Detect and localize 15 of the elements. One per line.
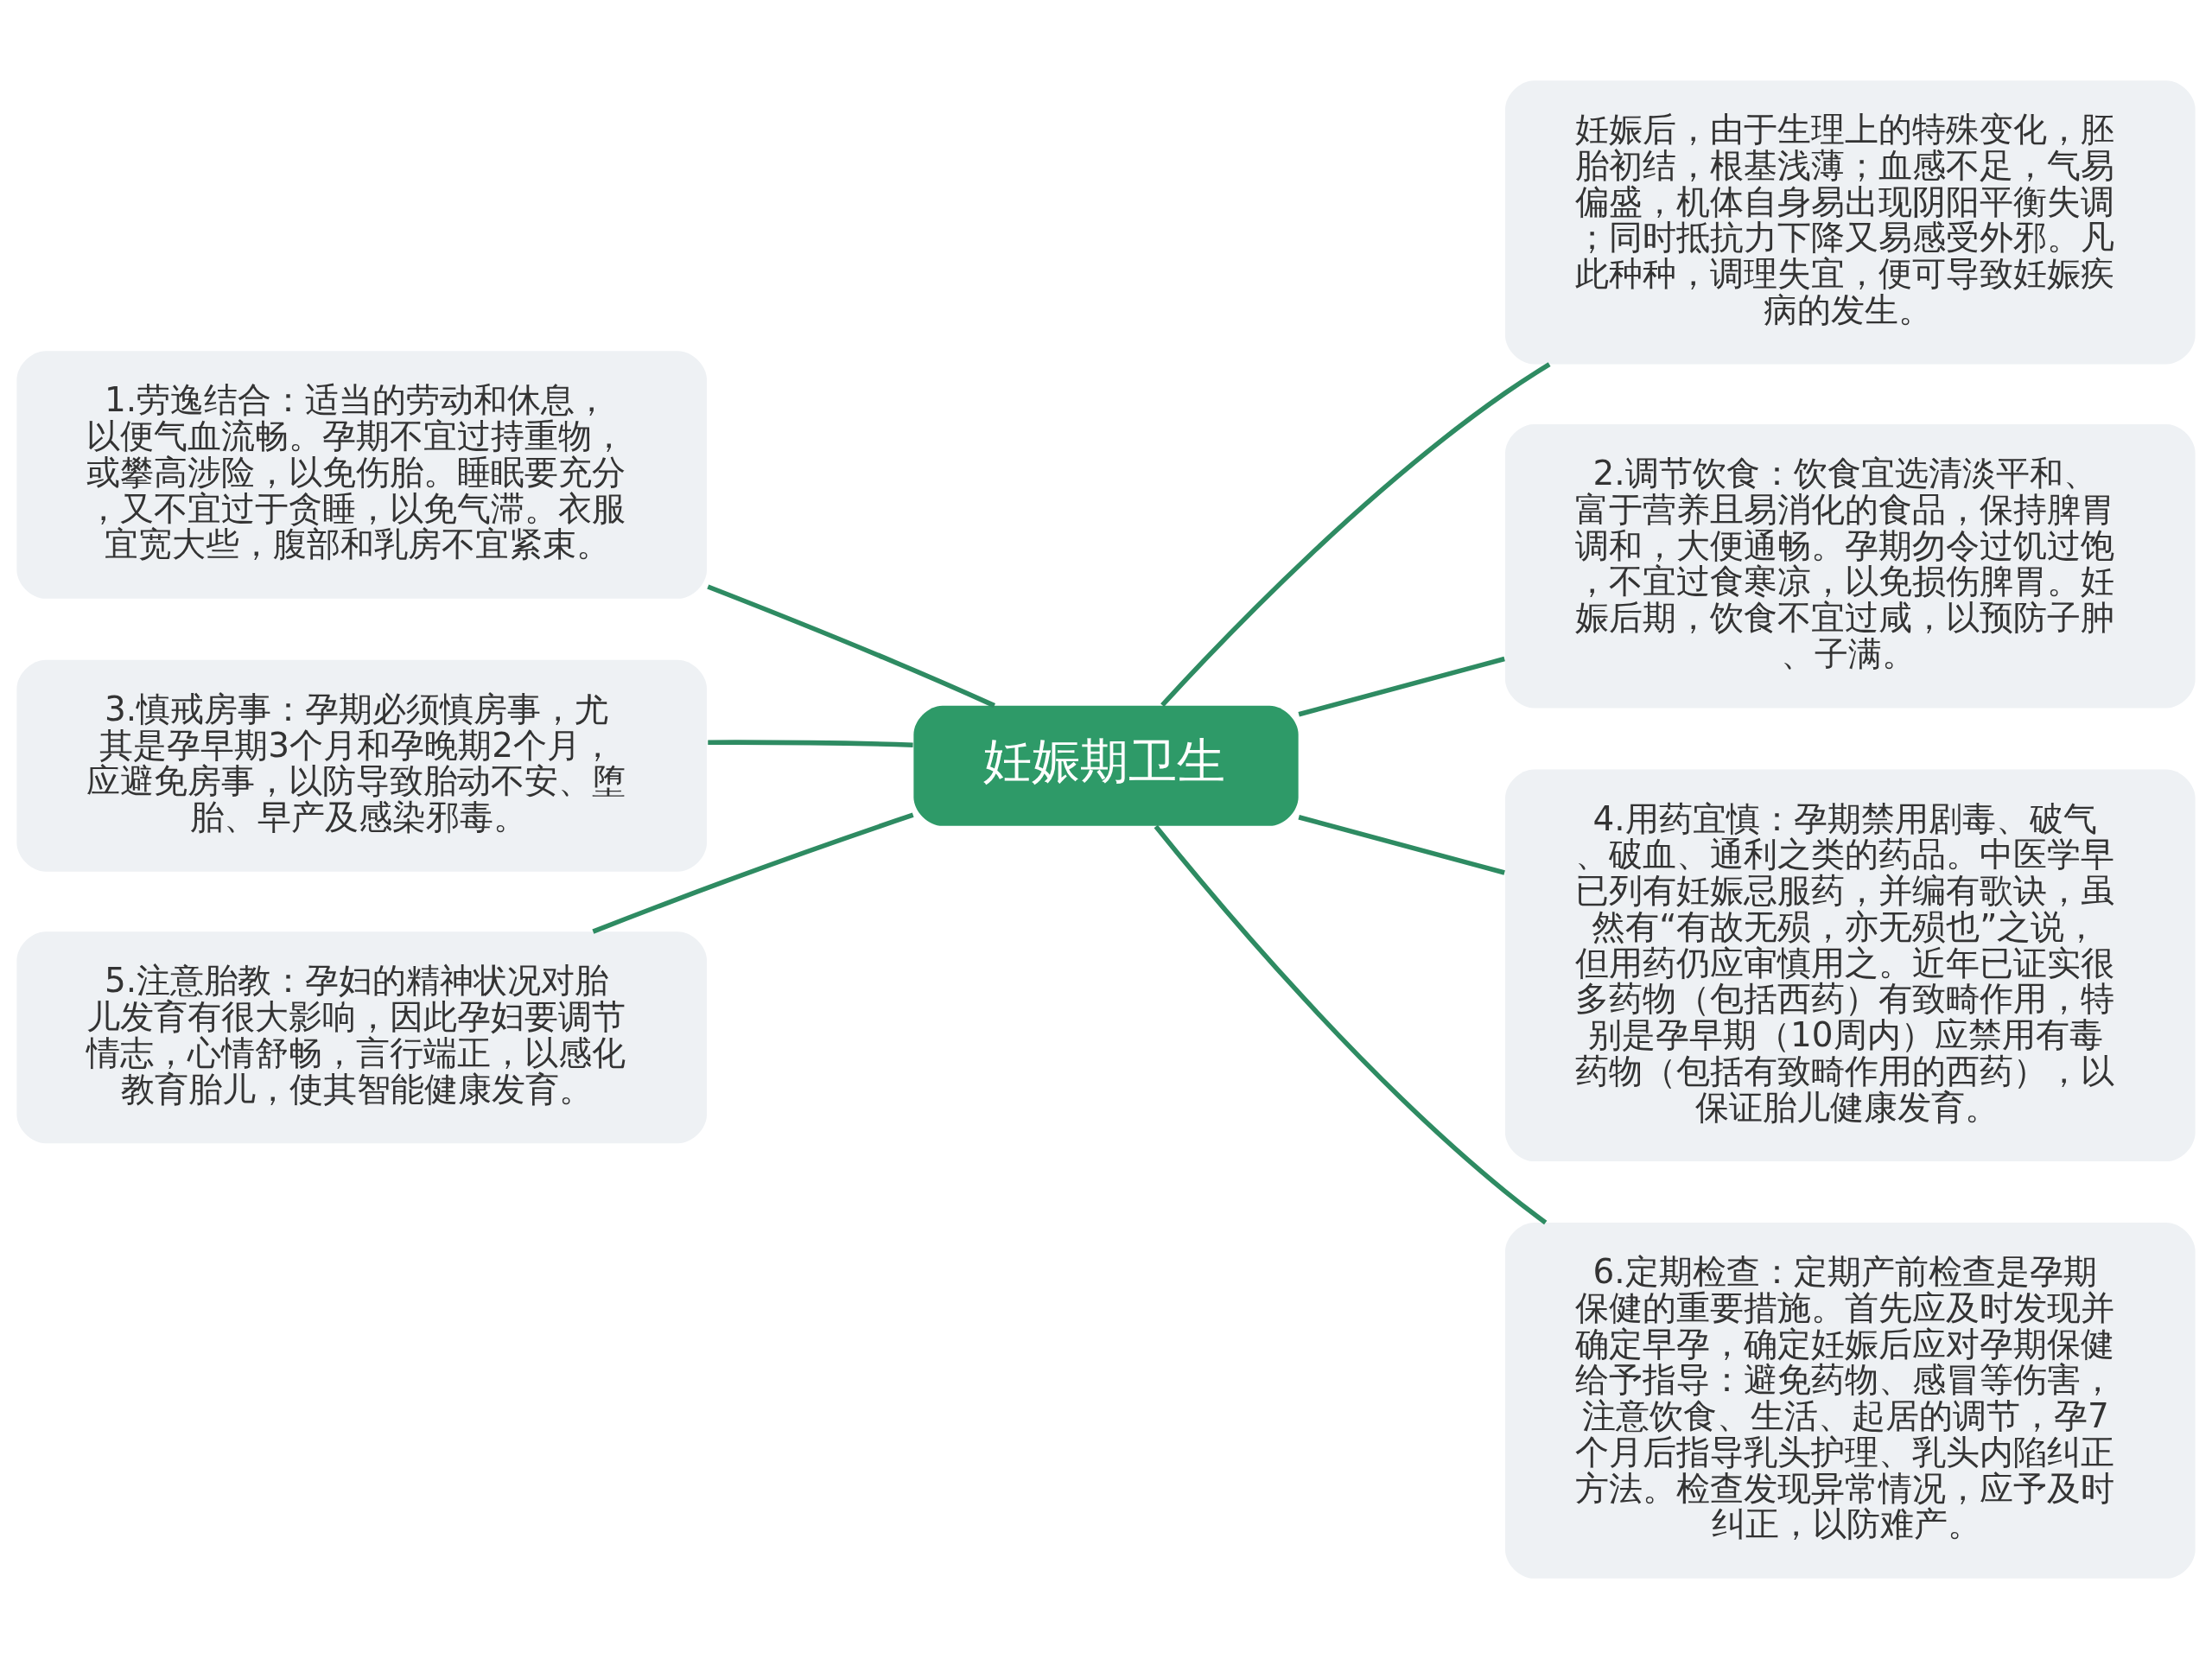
node-box: 妊娠期卫生 — [913, 705, 1299, 826]
node-box: 2.调节饮食：饮食宜选清淡平和、富于营养且易消化的食品，保持脾胃调和，大便通畅。孕期勿令过饥过饱，不宜过食寒凉，以免损伤脾胃。妊娠后期，饮食不宜过咸，以预防子肿、子满。 — [1504, 424, 2196, 709]
connector — [592, 812, 914, 934]
node-box: 6.定期检查：定期产前检查是孕期保健的重要措施。首先应及时发现并确定早孕，确定妊娠后应对孕期保健给予指导：避免药物、感冒等伤害，注意饮食、生活、起居的调节，孕7个月后指导乳头护理、乳头内陷纠正方法。检查发现异常情况，应予及时纠正，以防难产。 — [1504, 1223, 2196, 1579]
connector — [707, 584, 995, 709]
node-box: 妊娠后，由于生理上的特殊变化，胚胎初结，根基浅薄；血感不足，气易偏盛，机体自身易出现阴阳平衡失调；同时抵抗力下降又易感受外邪。凡此种种，调理失宜，便可导致妊娠疾病的发生。 — [1504, 80, 2196, 365]
node-box: 1.劳逸结合：适当的劳动和休息，以便气血流畅。孕期不宜过持重物，或攀高涉险，以免伤胎。睡眠要充分，又不宜过于贪睡，以免气滞。衣服宜宽大些，腹部和乳房不宜紧束。 — [16, 351, 708, 599]
connector — [1298, 656, 1505, 717]
connector — [708, 740, 913, 747]
node-box: 3.慎戒房事：孕期必须慎房事，尤其是孕早期3个月和孕晚期2个月，应避免房事，以防导致胎动不安、堕胎、早产及感染邪毒。 — [16, 659, 708, 872]
node-box: 5.注意胎教：孕妇的精神状况对胎儿发育有很大影响，因此孕妇要调节情志，心情舒畅，言行端正，以感化教育胎儿，使其智能健康发育。 — [16, 931, 708, 1144]
connector — [1160, 362, 1551, 707]
connector — [1298, 815, 1505, 875]
connector — [1154, 824, 1548, 1225]
node-box: 4.用药宜慎：孕期禁用剧毒、破气、破血、通利之类的药品。中医学早已列有妊娠忌服药，并编有歌诀，虽然有“有故无殒，亦无殒也”之说，但用药仍应审慎用之。近年已证实很多药物（包括西药）有致畸作用，特别是孕早期（10周内）应禁用有毒药物（包括有致畸作用的西药），以保证胎儿健康发育。 — [1504, 769, 2196, 1162]
